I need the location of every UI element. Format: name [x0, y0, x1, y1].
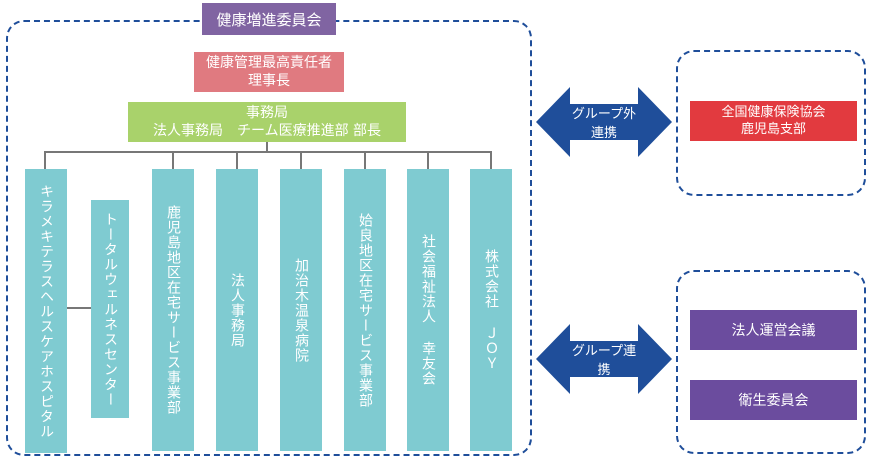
- group-cooperation-arrow: [536, 324, 672, 394]
- connector-branch: [66, 307, 91, 309]
- office-title: 事務局: [246, 105, 288, 121]
- connector-drop: [236, 151, 238, 169]
- connector-drop: [364, 151, 366, 169]
- group-item-health-committee: 衛生委員会: [690, 380, 857, 420]
- department-wellness-center: トータルウェルネスセンター: [91, 200, 129, 418]
- connector-drop: [427, 151, 429, 169]
- committee-label: 健康増進委員会: [216, 10, 322, 29]
- department-corporate-office: 法人事務局: [216, 169, 258, 451]
- connector-trunk: [266, 142, 268, 152]
- office-subtitle: 法人事務局 チーム医療推進部 部長: [152, 123, 382, 139]
- connector-drop: [44, 151, 46, 169]
- director-box: 健康管理最高責任者 理事長: [194, 52, 344, 92]
- department-hospital: キラメキテラスヘルスケアホスピタル: [25, 169, 67, 453]
- external-cooperation-label: グループ外連携: [571, 107, 637, 141]
- group-cooperation-label: グループ連携: [571, 344, 637, 378]
- external-org-branch: 鹿児島支部: [740, 122, 806, 137]
- external-container: [676, 50, 866, 196]
- connector-drop: [490, 151, 492, 169]
- connector-drop: [300, 151, 302, 169]
- department-kagoshima-home-service: 鹿児島地区在宅サービス事業部: [152, 169, 194, 451]
- department-joy: 株式会社 ＪＯＹ: [470, 169, 512, 451]
- external-org-name: 全国健康保険協会: [721, 105, 826, 120]
- office-box: 事務局 法人事務局 チーム医療推進部 部長: [128, 102, 406, 142]
- group-item-management-meeting: 法人運営会議: [690, 310, 857, 350]
- external-cooperation-arrow: [536, 87, 672, 157]
- external-org-box: 全国健康保険協会 鹿児島支部: [690, 101, 857, 141]
- director-role: 理事長: [248, 73, 290, 89]
- department-social-welfare: 社会福祉法人 幸友会: [407, 169, 449, 451]
- director-title: 健康管理最高責任者: [206, 55, 332, 71]
- department-aira-home-service: 姶良地区在宅サービス事業部: [344, 169, 386, 451]
- department-kajiki-hospital: 加治木温泉病院: [280, 169, 322, 451]
- connector-horizontal: [44, 151, 492, 153]
- committee-box: 健康増進委員会: [202, 3, 336, 35]
- connector-drop: [172, 151, 174, 169]
- group-container: [676, 270, 866, 454]
